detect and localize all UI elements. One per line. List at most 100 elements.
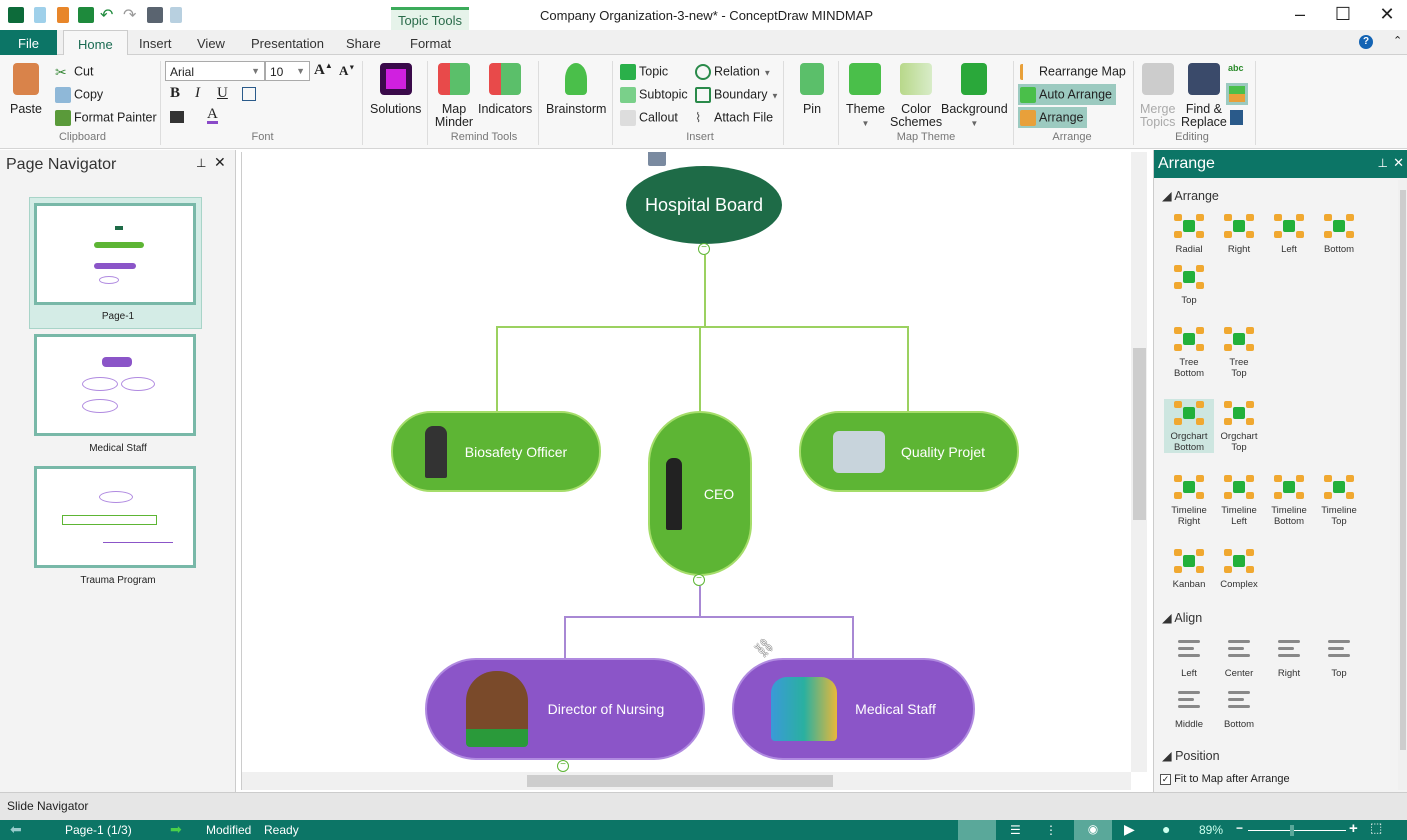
collapse-button[interactable]: − — [698, 243, 710, 255]
undo-icon[interactable]: ↶ — [100, 7, 114, 24]
page-thumbnail-medical-staff[interactable] — [34, 334, 196, 436]
tab-presentation[interactable]: Presentation — [251, 36, 324, 51]
align-section-header[interactable]: ◢ Align — [1162, 611, 1203, 625]
highlight-color-icon[interactable] — [170, 111, 184, 123]
position-section-header[interactable]: ◢ Position — [1162, 749, 1220, 763]
save-icon[interactable] — [78, 7, 94, 23]
play-presentation-icon[interactable]: ▶ — [1124, 821, 1135, 837]
outline-view-icon[interactable]: ☰ — [1010, 823, 1021, 837]
bold-button[interactable]: B — [170, 85, 181, 101]
font-size-select[interactable]: 10▼ — [265, 61, 310, 81]
vertical-scrollbar[interactable] — [1131, 152, 1147, 772]
layout-option-kanban[interactable]: Kanban — [1164, 547, 1214, 590]
format-topic-button[interactable] — [1226, 83, 1248, 105]
align-option-bottom[interactable]: Bottom — [1214, 687, 1264, 730]
layout-option-top[interactable]: Top — [1164, 263, 1214, 306]
help-icon[interactable]: ? — [1359, 35, 1373, 49]
page-thumbnail-trauma-program[interactable] — [34, 466, 196, 568]
note-icon[interactable] — [648, 152, 666, 166]
align-option-top[interactable]: Top — [1314, 636, 1364, 679]
arrange-section-header[interactable]: ◢ Arrange — [1162, 189, 1219, 203]
layout-option-radial[interactable]: Radial — [1164, 212, 1214, 255]
attach-file-button[interactable]: ⌇Attach File — [695, 110, 773, 126]
copy-button[interactable]: Copy — [55, 87, 103, 103]
pin-panel-icon[interactable]: ⊥ — [196, 156, 207, 170]
pin-panel-icon[interactable]: ⊥ — [1377, 156, 1388, 170]
layout-option-right[interactable]: Right — [1214, 212, 1264, 255]
callout-button[interactable]: Callout — [620, 110, 678, 126]
root-topic-hospital-board[interactable]: Hospital Board — [626, 166, 782, 244]
zoom-slider[interactable] — [1248, 825, 1346, 836]
topic-button[interactable]: Topic — [620, 64, 668, 80]
solutions-button[interactable]: Solutions — [370, 63, 421, 116]
rearrange-map-button[interactable]: Rearrange Map — [1020, 64, 1126, 80]
align-option-left[interactable]: Left — [1164, 636, 1214, 679]
underline-button[interactable]: U — [217, 85, 228, 101]
tab-insert[interactable]: Insert — [139, 36, 172, 51]
page-thumbnail-page-1[interactable] — [34, 203, 196, 305]
find-replace-button[interactable]: Find &Replace — [1181, 63, 1227, 129]
zoom-in-button[interactable]: + — [1349, 820, 1358, 837]
fit-page-icon[interactable]: ⬚ — [1370, 820, 1383, 835]
collapse-button[interactable]: − — [557, 760, 569, 772]
boundary-button[interactable]: Boundary ▼ — [695, 87, 779, 103]
font-color-icon[interactable]: A — [207, 106, 218, 124]
subtopic-director-of-nursing[interactable]: Director of Nursing — [425, 658, 705, 760]
next-page-icon[interactable]: ➡ — [170, 821, 182, 837]
tab-format[interactable]: Format — [410, 36, 452, 51]
layout-option-left[interactable]: Left — [1264, 212, 1314, 255]
horizontal-scrollbar[interactable] — [242, 772, 1131, 790]
layout-option-bottom[interactable]: Bottom — [1314, 212, 1364, 255]
panel-scrollbar[interactable] — [1398, 180, 1407, 790]
topic-quality-projet[interactable]: Quality Projet — [799, 411, 1019, 492]
auto-arrange-button[interactable]: Auto Arrange — [1018, 84, 1116, 105]
align-text-icon[interactable] — [242, 87, 256, 101]
print-preview-icon[interactable] — [170, 7, 182, 23]
tab-share[interactable]: Share — [346, 36, 381, 51]
mind-map-canvas[interactable]: Hospital Board − Biosafety Officer CEO Q… — [241, 152, 1147, 790]
align-option-right[interactable]: Right — [1264, 636, 1314, 679]
paste-button[interactable]: Paste — [10, 63, 42, 116]
fit-to-map-checkbox[interactable]: ✓ Fit to Map after Arrange — [1160, 773, 1290, 785]
minimize-button[interactable]: – — [1294, 4, 1305, 24]
close-button[interactable]: ✕ — [1379, 4, 1395, 24]
layout-option-complex[interactable]: Complex — [1214, 547, 1264, 590]
collapse-button[interactable]: − — [693, 574, 705, 586]
topic-tools-context-tab[interactable]: Topic Tools — [391, 7, 469, 30]
grow-font-button[interactable]: A▲ — [314, 61, 333, 78]
print-icon[interactable] — [147, 7, 163, 23]
italic-button[interactable]: I — [195, 85, 200, 101]
collapse-ribbon-icon[interactable]: ⌃ — [1393, 35, 1403, 47]
new-icon[interactable] — [34, 7, 46, 23]
brainstorm-button[interactable]: Brainstorm — [546, 63, 606, 116]
spellcheck-icon[interactable]: abc — [1228, 63, 1244, 73]
hide-view-button[interactable]: ◉ — [1074, 820, 1112, 840]
topic-ceo[interactable]: CEO — [648, 411, 752, 576]
cut-button[interactable]: ✂Cut — [55, 64, 93, 80]
indicators-button[interactable]: Indicators — [478, 63, 532, 116]
maximize-button[interactable]: ☐ — [1334, 4, 1352, 24]
previous-page-icon[interactable]: ⬅ — [10, 821, 22, 837]
close-panel-icon[interactable]: ✕ — [214, 154, 226, 170]
subtopic-button[interactable]: Subtopic — [620, 87, 688, 103]
open-icon[interactable] — [57, 7, 69, 23]
zoom-out-button[interactable]: − — [1236, 821, 1244, 835]
font-family-select[interactable]: Arial▼ — [165, 61, 265, 81]
subtopic-medical-staff[interactable]: Medical Staff — [732, 658, 975, 760]
theme-button[interactable]: Theme▼ — [846, 63, 885, 130]
align-option-middle[interactable]: Middle — [1164, 687, 1214, 730]
tab-file[interactable]: File — [0, 30, 57, 55]
tab-view[interactable]: View — [197, 36, 225, 51]
mindmap-view-button[interactable] — [958, 820, 996, 840]
relation-button[interactable]: Relation ▼ — [695, 64, 771, 80]
pin-button[interactable]: Pin — [800, 63, 824, 116]
